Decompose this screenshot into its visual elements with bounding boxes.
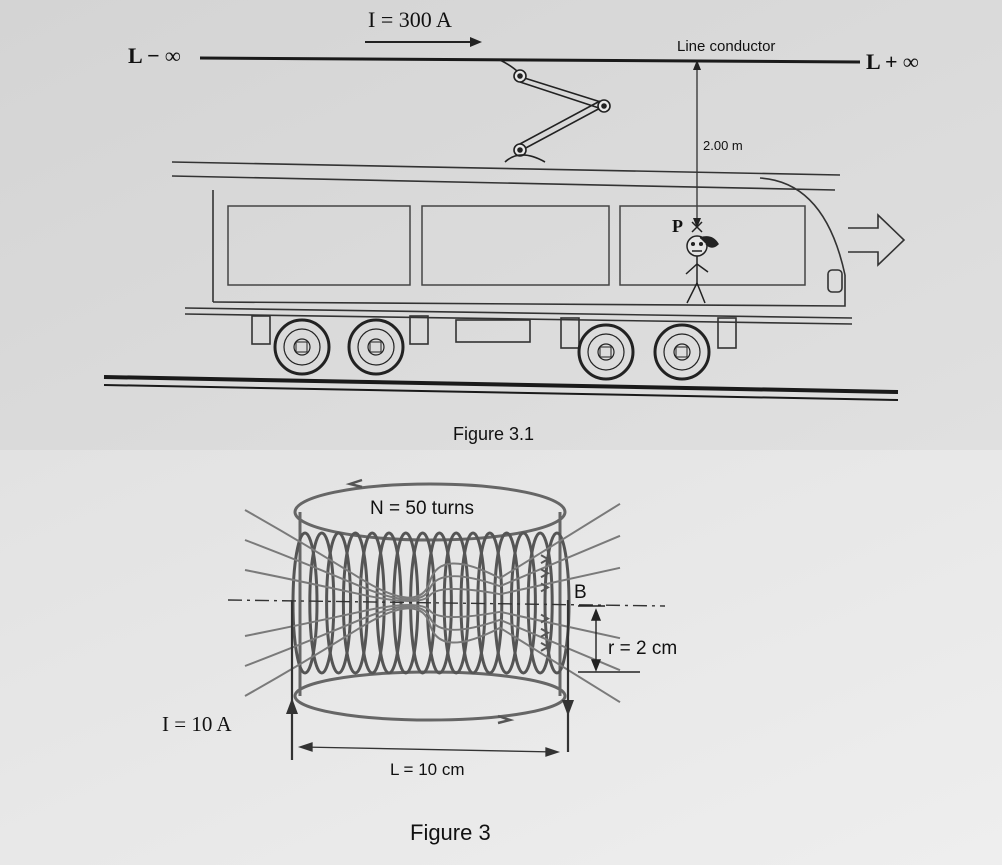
- wheel: [653, 323, 711, 381]
- field-line-arrow: [540, 554, 551, 565]
- point-p-label: P: [672, 216, 683, 236]
- field-line: [244, 605, 621, 672]
- current-label: I = 300 A: [368, 7, 452, 32]
- field-line-arrow: [540, 582, 551, 593]
- field-line: [244, 603, 621, 640]
- chassis: [184, 307, 853, 349]
- field-loop-bottom: [293, 670, 567, 722]
- field-line-arrow: [540, 613, 551, 624]
- current-out-arrow: [562, 700, 574, 716]
- length-marker: [297, 742, 561, 757]
- current-arrow: [365, 37, 482, 47]
- outer-loop-arrow: [345, 478, 363, 489]
- figure-3: B r = 2 cm N = 50 turns I = 10 A L = 10 …: [0, 450, 1002, 865]
- wheel: [347, 318, 405, 376]
- solenoid-axis: [227, 599, 666, 607]
- tram-window: [619, 205, 806, 286]
- coil-turn: [325, 531, 353, 675]
- field-line-arrow: [540, 641, 551, 652]
- wheels: [273, 318, 711, 381]
- figure-3-1-caption: Figure 3.1: [453, 424, 534, 444]
- current-in-arrow: [286, 698, 298, 714]
- stick-figure: [685, 235, 719, 304]
- figure-3-1-background: [0, 0, 1002, 450]
- field-line-arrow: [540, 627, 551, 638]
- left-end-label: L − ∞: [128, 43, 181, 68]
- figure-3-background: [0, 450, 1002, 865]
- distance-label: 2.00 m: [703, 138, 743, 153]
- coil-turn: [459, 531, 487, 675]
- tram-windows: [227, 205, 806, 286]
- point-p-marker: [691, 221, 703, 233]
- tram-body: [171, 161, 846, 307]
- solenoid-current-label: I = 10 A: [162, 712, 232, 736]
- field-line: [244, 534, 621, 601]
- radius-marker: [578, 605, 640, 673]
- figure-3-1: I = 300 A L − ∞ L + ∞ Line conductor: [0, 0, 1002, 450]
- wheel: [577, 323, 635, 381]
- tram-window: [421, 205, 610, 286]
- length-label: L = 10 cm: [390, 760, 465, 779]
- conductor-label: Line conductor: [677, 38, 775, 55]
- coil-turn: [493, 531, 521, 675]
- field-lines: [244, 478, 621, 725]
- field-loop-top: [293, 482, 567, 542]
- wheel: [273, 318, 331, 376]
- rail: [103, 375, 899, 401]
- radius-label: r = 2 cm: [608, 638, 677, 659]
- motion-arrow: [848, 213, 906, 267]
- coil-turn: [526, 531, 554, 675]
- figure-3-caption: Figure 3: [410, 820, 491, 845]
- turns-label: N = 50 turns: [370, 498, 474, 519]
- field-line-arrow: [540, 568, 551, 579]
- coil-turn: [308, 531, 336, 675]
- outer-loop-arrow: [497, 714, 515, 725]
- line-conductor: [199, 56, 861, 64]
- field-line: [244, 566, 621, 603]
- coil-turn: [358, 531, 386, 675]
- pantograph: [499, 59, 611, 163]
- field-line: [244, 502, 621, 599]
- right-end-label: L + ∞: [866, 49, 919, 74]
- distance-marker: [693, 60, 701, 228]
- coil-turn: [509, 531, 537, 675]
- field-line: [244, 607, 621, 704]
- field-b-label: B: [574, 582, 587, 603]
- coil-turn: [341, 531, 369, 675]
- tram-window: [227, 205, 411, 286]
- current-leads: [290, 600, 570, 760]
